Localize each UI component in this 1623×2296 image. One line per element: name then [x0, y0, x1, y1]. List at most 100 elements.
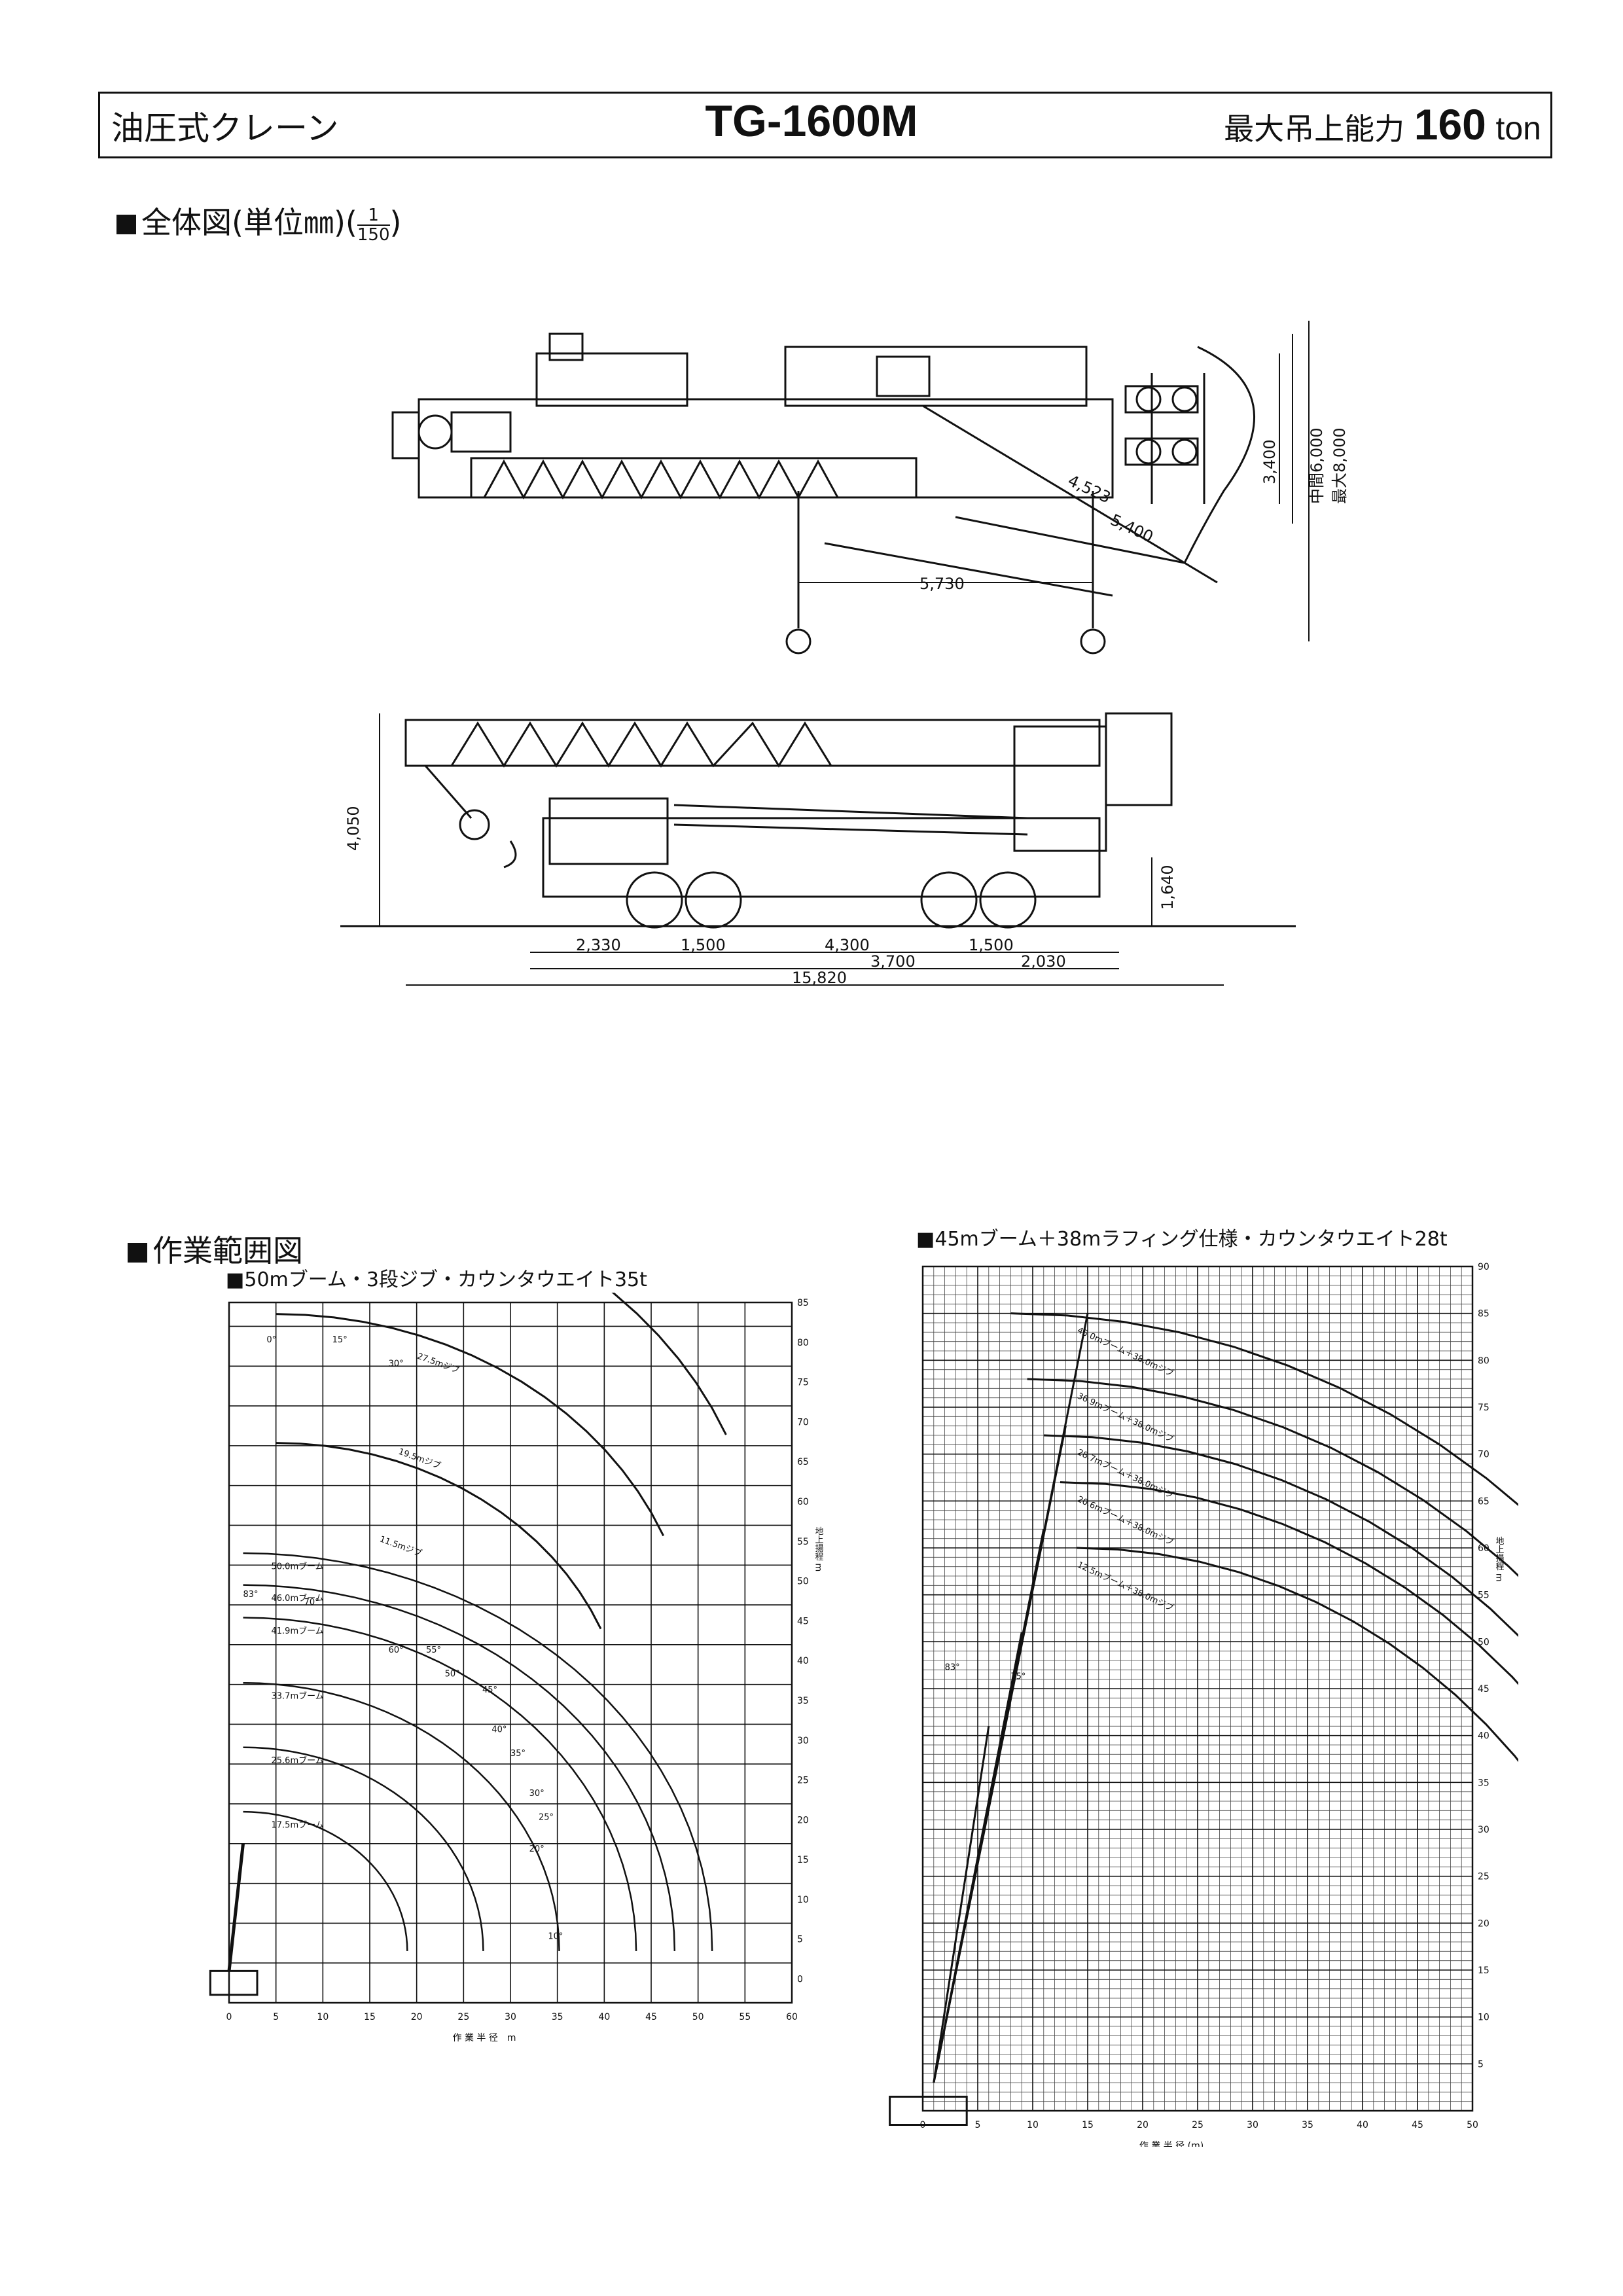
dim-radius-2: 5,400 [1107, 511, 1156, 546]
chart2-y-tick-label: 80 [1478, 1355, 1489, 1366]
capacity-label: 最大吊上能力 [1224, 111, 1405, 147]
dim-d6: 2,030 [1021, 952, 1066, 971]
chart1-y-tick-label: 75 [797, 1378, 809, 1388]
chart2-y-tick-label: 10 [1478, 2013, 1489, 2023]
chart2-y-tick-label: 35 [1478, 1778, 1489, 1788]
chart1-y-tick-label: 10 [797, 1895, 809, 1905]
overview-heading-text: 全体図 [141, 205, 232, 240]
chart2-crane-base [889, 2096, 968, 2126]
dim-d1: 2,330 [576, 936, 621, 954]
chart2-jib-label: 45.0mブーム＋38.0mジブ [1076, 1325, 1176, 1378]
chart2-y-tick-label: 55 [1478, 1590, 1489, 1601]
chart2-x-tick-label: 50 [1467, 2120, 1478, 2130]
chart1-y-tick-label: 25 [797, 1776, 809, 1786]
chart1-boom-label: 17.5mブーム [272, 1820, 324, 1831]
chart1-jib-label: 19.5mジブ [397, 1446, 442, 1471]
chart2-subtitle-text: 45mブーム＋38mラフィング仕様・カウンタウエイト28t [935, 1228, 1448, 1251]
crane-side-view-drawing: 4,050 1,640 2,330 1,500 4,300 1,500 3,70… [340, 712, 1296, 987]
chart1-y-tick-label: 35 [797, 1696, 809, 1706]
chart1-x-tick-label: 60 [786, 2012, 798, 2022]
dim-overall-height: 4,050 [344, 806, 363, 851]
chart1-boom-label: 46.0mブーム [272, 1593, 324, 1604]
chart1-angle-label: 70° [304, 1598, 319, 1607]
chart1-y-tick-label: 65 [797, 1457, 809, 1467]
chart2-y-tick-label: 45 [1478, 1684, 1489, 1695]
capacity-unit: ton [1495, 110, 1541, 147]
bullet-square-icon [116, 215, 136, 234]
chart1-x-tick-label: 55 [739, 2012, 751, 2022]
chart2-boom-line [933, 1632, 1023, 2083]
chart1-angle-label: 35° [510, 1749, 526, 1759]
chart2-y-tick-label: 90 [1478, 1262, 1489, 1272]
capacity-block: 最大吊上能力 160 ton [1224, 99, 1541, 149]
chart1-y-tick-label: 20 [797, 1815, 809, 1825]
chart2-y-tick-label: 50 [1478, 1637, 1489, 1647]
chart2-y-tick-label: 30 [1478, 1825, 1489, 1835]
chart1-angle-label: 0° [266, 1335, 276, 1345]
chart1-boom-arc [243, 1584, 676, 1952]
dim-height-3: 最大8,000 [1330, 427, 1349, 504]
chart1-boom-arc [243, 1746, 484, 1952]
chart1-y-tick-label: 80 [797, 1338, 809, 1348]
chart2-x-tick-label: 35 [1302, 2120, 1313, 2130]
chart1-x-tick-label: 0 [226, 2012, 232, 2022]
chart1-y-tick-label: 5 [797, 1935, 803, 1945]
chart1-x-tick-label: 30 [505, 2012, 516, 2022]
dim-span: 5,730 [919, 575, 965, 593]
dim-d3: 4,300 [825, 936, 870, 954]
chart1-boom-label: 50.0mブーム [272, 1561, 324, 1571]
work-range-heading: 作業範囲図 [128, 1227, 303, 1270]
chart1-x-tick-label: 20 [411, 2012, 423, 2022]
chart1-angle-label: 10° [548, 1932, 563, 1942]
product-category: 油圧式クレーン [111, 109, 339, 147]
chart2-y-tick-label: 85 [1478, 1309, 1489, 1319]
dim-height-1: 3,400 [1260, 439, 1279, 484]
chart1-boom-label: 25.6mブーム [272, 1755, 324, 1766]
chart1-angle-label: 30° [389, 1359, 404, 1369]
chart2-subtitle: ■45mブーム＋38mラフィング仕様・カウンタウエイト28t [916, 1228, 1448, 1251]
capacity-value: 160 [1414, 100, 1486, 149]
chart1-y-axis-label: 地上揚程 m [813, 1526, 824, 1571]
dim-d2: 1,500 [681, 936, 726, 954]
chart2-jib-label: 20.6mブーム＋38.0mジブ [1076, 1494, 1176, 1547]
chart2-boom-line [933, 1726, 990, 2083]
chart2-x-tick-label: 10 [1027, 2120, 1039, 2130]
chart1-boom-label: 41.9mブーム [272, 1626, 324, 1636]
chart2-jib-arc [1010, 1312, 1518, 1507]
chart1-angle-label: 45° [482, 1685, 497, 1695]
chart1-jib-label: 27.5mジブ [416, 1351, 461, 1376]
unit-note: (単位㎜) [232, 205, 346, 240]
chart1-crane-boom [227, 1843, 245, 1971]
chart1-angle-label: 30° [529, 1789, 544, 1799]
chart2-jib-arc [1027, 1378, 1518, 1577]
chart1-jib-arc [611, 1293, 727, 1435]
work-range-heading-text: 作業範囲図 [152, 1233, 303, 1268]
chart2-y-tick-label: 20 [1478, 1918, 1489, 1929]
chart1-subtitle-text: 50mブーム・3段ジブ・カウンタウエイト35t [244, 1268, 647, 1291]
chart1-angle-label: 15° [332, 1335, 348, 1345]
dim-d5: 3,700 [870, 952, 916, 971]
chart1-y-tick-label: 15 [797, 1855, 809, 1865]
chart1-y-tick-label: 60 [797, 1497, 809, 1507]
chart1-boom-label: 33.7mブーム [272, 1691, 324, 1702]
chart1-angle-label: 25° [539, 1812, 554, 1822]
model-name: TG-1600M [705, 96, 918, 146]
chart1-x-axis-label: 作 業 半 径 m [453, 2033, 516, 2043]
chart1-y-tick-label: 0 [797, 1975, 803, 1985]
chart2-angle-label: 83° [945, 1662, 960, 1672]
dim-d4: 1,500 [969, 936, 1014, 954]
bullet-square-icon [128, 1243, 147, 1263]
chart1-x-tick-label: 45 [645, 2012, 657, 2022]
chart1-plot-frame [228, 1301, 793, 2004]
chart2-jib-arc [1077, 1547, 1518, 1763]
chart2-jib-label: 12.5mブーム＋38.0mジブ [1076, 1560, 1176, 1613]
dim-deck-height: 1,640 [1158, 865, 1177, 910]
chart1-x-tick-label: 35 [552, 2012, 563, 2022]
crane-top-view-drawing: 5,730 4,523 5,400 3,400 中間6,000 最大8,000 [391, 321, 1349, 655]
chart1-crane-base [209, 1969, 259, 1996]
chart2-x-tick-label: 45 [1412, 2120, 1423, 2130]
chart2-x-tick-label: 5 [975, 2120, 981, 2130]
